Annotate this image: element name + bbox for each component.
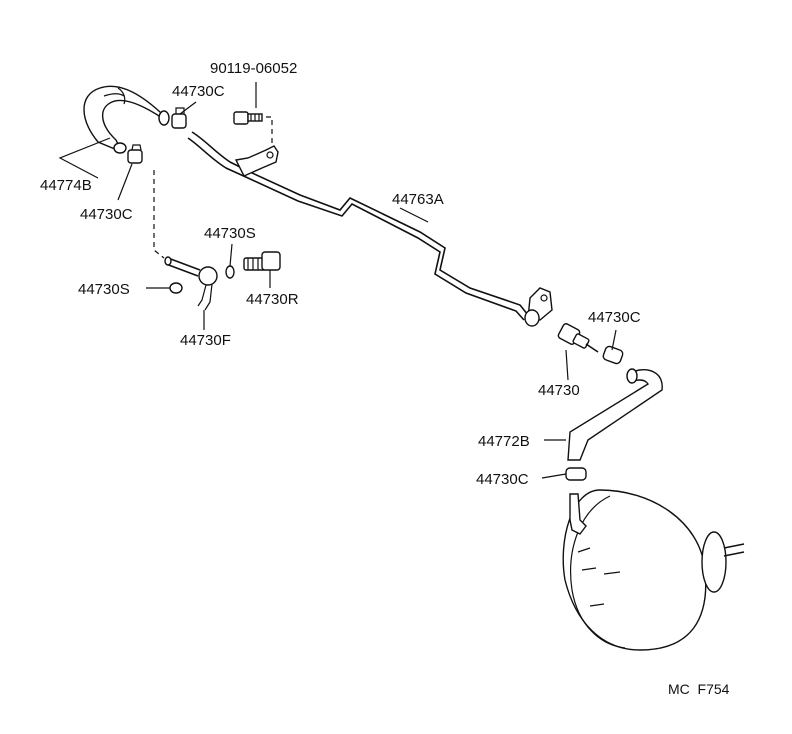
label-hose-44774b: 44774B <box>40 177 92 194</box>
label-bolt-90119-06052: 90119-06052 <box>210 60 297 77</box>
gasket-lower <box>169 282 183 294</box>
label-fitting-44730f: 44730F <box>180 332 231 349</box>
check-valve-44730 <box>557 323 599 353</box>
diagram-code: MC F754 <box>668 681 730 697</box>
leader-lines <box>58 82 617 479</box>
label-pipe-44763a: 44763A <box>392 191 444 208</box>
label-clamp-right: 44730C <box>588 309 641 326</box>
label-union-bolt-44730r: 44730R <box>246 291 299 308</box>
label-clamp-bottom: 44730C <box>476 471 529 488</box>
bolt-90119-06052 <box>233 111 263 125</box>
fitting-44730f <box>164 256 218 311</box>
label-check-valve-44730: 44730 <box>538 382 580 399</box>
label-clamp-top: 44730C <box>172 83 225 100</box>
label-hose-44772b: 44772B <box>478 433 530 450</box>
brake-booster <box>562 489 745 651</box>
hose-44772b <box>567 368 663 461</box>
label-gasket-upper: 44730S <box>204 225 256 242</box>
gasket-upper <box>225 265 235 279</box>
clamp-right <box>602 345 624 365</box>
hose-44774b <box>83 85 170 154</box>
clamp-bottom <box>565 467 587 481</box>
clamp-left <box>127 144 143 164</box>
label-clamp-left: 44730C <box>80 206 133 223</box>
leader-dash-left <box>153 170 165 259</box>
union-bolt-44730r <box>243 251 281 271</box>
leader-dash-bolt <box>266 116 273 148</box>
label-gasket-lower: 44730S <box>78 281 130 298</box>
pipe-44763a <box>187 131 553 327</box>
